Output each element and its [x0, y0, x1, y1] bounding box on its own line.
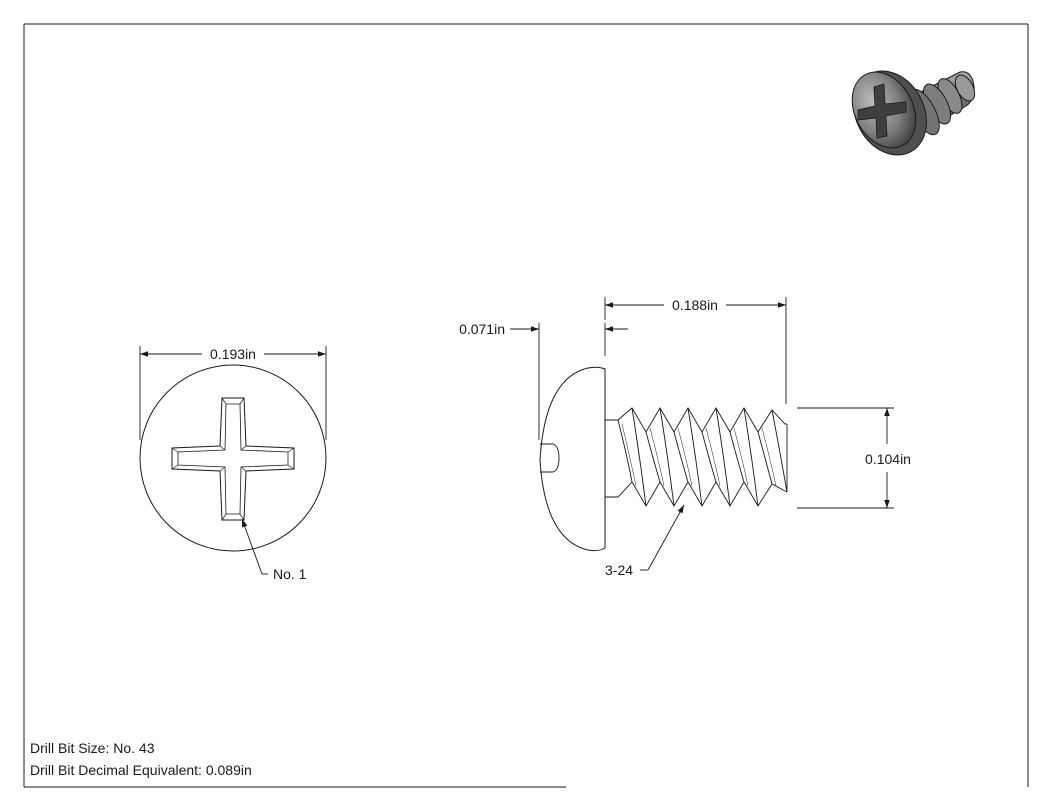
drive-callout-label: No. 1 — [273, 566, 307, 582]
isometric-view — [851, 70, 976, 156]
iso-head — [851, 70, 927, 156]
head-outline — [139, 364, 327, 552]
phillips-recess-inner — [177, 403, 289, 515]
drill-bit-decimal-note: Drill Bit Decimal Equivalent: 0.089in — [30, 762, 252, 778]
threaded-shank — [605, 407, 788, 507]
dimension-head-diameter-label: 0.193in — [210, 346, 256, 362]
iso-phillips-recess-icon — [857, 83, 907, 139]
dimension-length — [604, 297, 787, 404]
side-view: 0.071in 0.188in 0.104in 3-24 — [459, 297, 911, 578]
dimension-head-height — [510, 323, 628, 440]
drill-bit-size-note: Drill Bit Size: No. 43 — [30, 740, 155, 756]
front-view: 0.193in No. 1 — [139, 346, 327, 582]
dimension-thread-diameter — [797, 407, 894, 509]
thread-callout-label: 3-24 — [605, 562, 633, 578]
dimension-length-label: 0.188in — [672, 297, 718, 313]
dimension-thread-diameter-label: 0.104in — [865, 451, 911, 467]
dimension-head-height-label: 0.071in — [459, 321, 505, 337]
head-slot — [540, 443, 560, 473]
leader-drive-callout — [241, 518, 268, 575]
leader-thread-callout — [640, 504, 685, 571]
drawing-border — [23, 23, 1029, 788]
pan-head-outline — [539, 366, 606, 552]
phillips-recess-icon — [171, 397, 295, 521]
dimension-head-diameter — [139, 346, 327, 440]
